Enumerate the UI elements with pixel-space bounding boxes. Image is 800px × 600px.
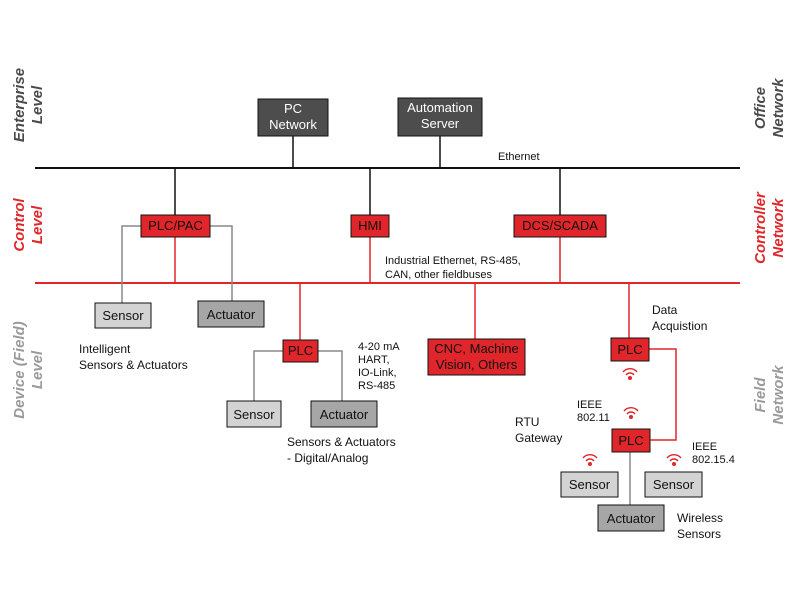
svg-text:Network: Network: [770, 198, 787, 258]
svg-text:Sensor: Sensor: [102, 308, 144, 323]
svg-text:PLC: PLC: [288, 343, 313, 358]
svg-text:Actuator: Actuator: [207, 307, 256, 322]
wireless-sensors-label-2: Sensors: [677, 527, 721, 541]
intelligent-label-1: Intelligent: [79, 342, 131, 356]
plc-pac-box: PLC/PAC: [140, 214, 211, 238]
automation-server-box: Automation Server: [397, 97, 483, 137]
svg-text:Network: Network: [770, 78, 787, 138]
svg-text:HMI: HMI: [358, 218, 382, 233]
wifi-signal-icon: [622, 368, 638, 380]
io-protocols-label-4: RS-485: [358, 380, 395, 392]
cnc-box: CNC, Machine Vision, Others: [427, 338, 526, 376]
svg-text:Controller: Controller: [752, 191, 769, 264]
svg-text:PLC/PAC: PLC/PAC: [148, 218, 203, 233]
plc-mid-box: PLC: [282, 339, 319, 363]
svg-text:Actuator: Actuator: [607, 511, 656, 526]
sensor-box-3: Sensor: [560, 471, 619, 498]
svg-text:Sensor: Sensor: [569, 477, 611, 492]
sensor-box-2: Sensor: [226, 400, 282, 428]
svg-text:Enterprise: Enterprise: [11, 68, 28, 142]
svg-text:Field: Field: [752, 377, 769, 413]
data-acquisition-label-2: Acquistion: [652, 319, 707, 333]
ieee-80211-label-2: 802.11: [577, 412, 610, 424]
sensor-box-4: Sensor: [644, 471, 703, 498]
wifi-signal-icon: [582, 454, 598, 466]
svg-text:Device (Field): Device (Field): [11, 321, 28, 419]
controller-network-label: Controller Network: [752, 191, 787, 264]
control-level-label: Control Level: [11, 198, 46, 252]
hmi-box: HMI: [350, 214, 390, 238]
rtu-gateway-label-1: RTU: [515, 415, 539, 429]
io-protocols-label-3: IO-Link,: [358, 367, 397, 379]
svg-text:Sensor: Sensor: [653, 477, 695, 492]
io-protocols-label-2: HART,: [358, 354, 390, 366]
actuator-box-1: Actuator: [197, 300, 265, 328]
svg-text:Office: Office: [752, 87, 769, 129]
ieee-80211-label-1: IEEE: [577, 399, 602, 411]
io-protocols-label-1: 4-20 mA: [358, 341, 400, 353]
plc-right-box: PLC: [610, 337, 650, 362]
intelligent-label-2: Sensors & Actuators: [79, 358, 188, 372]
office-network-label: Office Network: [752, 78, 787, 138]
fieldbus-label-2: CAN, other fieldbuses: [385, 269, 492, 281]
svg-text:Actuator: Actuator: [320, 407, 369, 422]
wifi-signal-icon: [623, 407, 639, 419]
actuator-box-2: Actuator: [310, 400, 378, 428]
svg-text:Level: Level: [29, 85, 46, 124]
device-level-label: Device (Field) Level: [11, 321, 46, 419]
enterprise-level-label: Enterprise Level: [11, 68, 46, 142]
data-acquisition-label-1: Data: [652, 303, 678, 317]
ieee-802154-label-1: IEEE: [692, 441, 717, 453]
svg-text:PLC: PLC: [618, 433, 643, 448]
actuator-box-3: Actuator: [597, 504, 665, 532]
ieee-802154-label-2: 802.15.4: [692, 454, 735, 466]
cnc-label-2: Vision, Others: [436, 357, 518, 372]
automation-server-label-2: Server: [421, 116, 460, 131]
ethernet-label: Ethernet: [498, 151, 540, 163]
svg-text:Network: Network: [770, 365, 787, 425]
sensor-box-1: Sensor: [94, 302, 152, 329]
pc-network-label-2: Network: [269, 117, 317, 132]
svg-text:Level: Level: [29, 205, 46, 244]
field-network-label: Field Network: [752, 365, 787, 425]
pc-network-box: PC Network: [257, 98, 329, 137]
fieldbus-label-1: Industrial Ethernet, RS-485,: [385, 255, 521, 267]
sensors-digital-label-1: Sensors & Actuators: [287, 435, 396, 449]
plc-gateway-box: PLC: [611, 428, 651, 453]
svg-text:Control: Control: [11, 198, 28, 252]
wireless-sensors-label-1: Wireless: [677, 511, 723, 525]
svg-text:Level: Level: [29, 350, 46, 389]
svg-text:Sensor: Sensor: [233, 407, 275, 422]
dcs-scada-box: DCS/SCADA: [513, 214, 607, 238]
pc-network-label-1: PC: [284, 101, 302, 116]
wifi-signal-icon: [666, 454, 682, 466]
automation-server-label-1: Automation: [407, 100, 473, 115]
sensors-digital-label-2: - Digital/Analog: [287, 451, 368, 465]
svg-text:DCS/SCADA: DCS/SCADA: [522, 218, 598, 233]
rtu-gateway-label-2: Gateway: [515, 431, 562, 445]
svg-text:PLC: PLC: [617, 342, 642, 357]
cnc-label-1: CNC, Machine: [434, 341, 519, 356]
